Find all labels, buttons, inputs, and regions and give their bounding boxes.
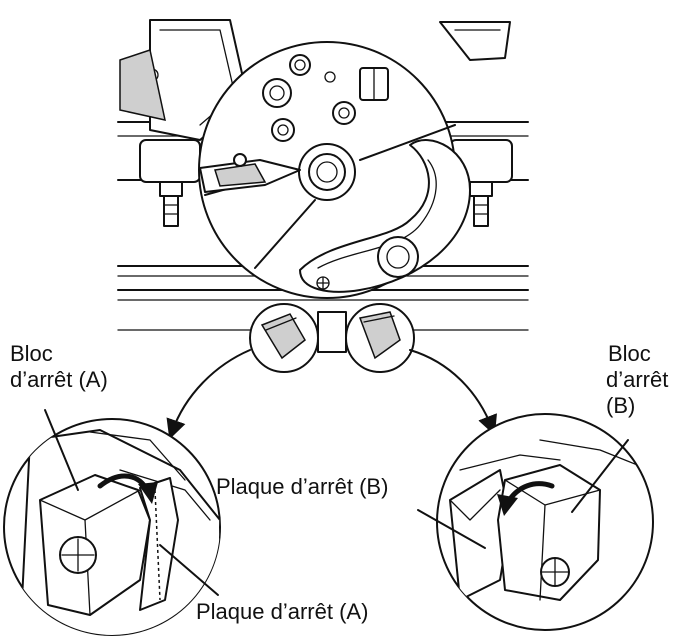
- label-stop-block-b-line3: (B): [606, 393, 635, 418]
- detail-view-a: [3, 418, 221, 636]
- curved-slot-plate: [299, 139, 471, 293]
- arrow-to-detail-a: [166, 349, 251, 440]
- detail-view-b: [436, 413, 654, 631]
- label-stop-block-a-line2: d’arrêt (A): [10, 367, 108, 392]
- label-stop-block-b-line1: Bloc: [608, 341, 651, 366]
- label-stop-plate-a: Plaque d’arrêt (A): [196, 599, 368, 624]
- left-clamp: [139, 139, 201, 227]
- main-assembly: [117, 19, 529, 373]
- label-stop-block-b-line2: d’arrêt: [606, 367, 668, 392]
- arrow-to-detail-b: [409, 349, 497, 436]
- leader-stop-block-b: [571, 439, 629, 513]
- stop-blocks-overview: [249, 303, 415, 373]
- leader-stop-block-a: [44, 409, 79, 491]
- zoom-arrows: [166, 349, 497, 440]
- leader-lines: [44, 409, 629, 596]
- label-stop-block-a-line1: Bloc: [10, 341, 53, 366]
- leader-stop-plate-a: [159, 544, 219, 596]
- label-stop-plate-b: Plaque d’arrêt (B): [216, 474, 388, 499]
- leader-stop-plate-b: [417, 509, 486, 549]
